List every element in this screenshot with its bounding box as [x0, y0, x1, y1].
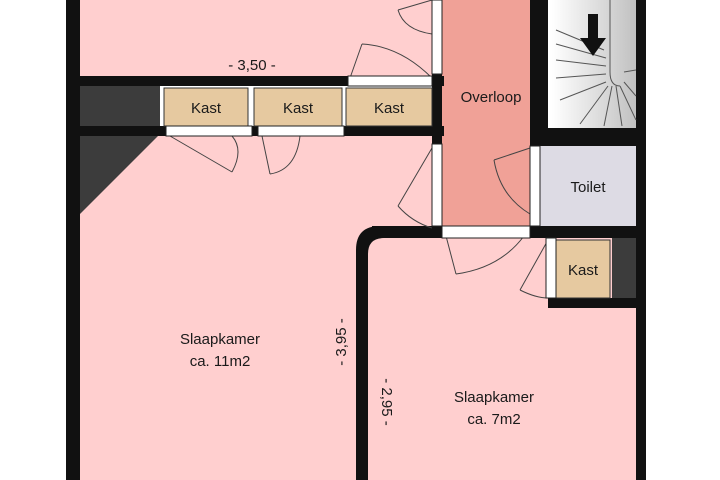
bedroom-left-name: Slaapkamer [180, 331, 260, 348]
bedroom-right-name: Slaapkamer [454, 389, 534, 406]
closet-2-label: Kast [283, 100, 314, 117]
closet-4-label: Kast [568, 262, 599, 279]
dimension-top-width: - 3,50 - [228, 57, 276, 74]
closet-3-label: Kast [374, 100, 405, 117]
dimension-left-height: - 3,95 - [333, 318, 350, 366]
upper-room-floor [80, 0, 432, 78]
staircase [552, 0, 637, 128]
closet-3 [345, 87, 433, 127]
shaft-upper-left [80, 86, 160, 126]
stair-direction-arrow-icon [580, 14, 606, 56]
landing-label: Overloop [461, 89, 522, 106]
door-jambs [165, 0, 557, 299]
toilet-floor [540, 146, 636, 228]
landing-floor [442, 0, 530, 236]
shaft-lower-left [80, 136, 158, 214]
closet-4 [555, 239, 611, 299]
bedroom-right-area: ca. 7m2 [467, 411, 520, 428]
closet-labels: Kast Kast Kast Kast [191, 100, 599, 279]
shaft-right [612, 238, 636, 298]
dimension-right-height: - 2,95 - [378, 378, 395, 426]
bedroom-left-area: ca. 11m2 [190, 353, 251, 370]
closet-1-label: Kast [191, 100, 222, 117]
doors [169, 0, 549, 299]
toilet-label: Toilet [570, 179, 606, 196]
